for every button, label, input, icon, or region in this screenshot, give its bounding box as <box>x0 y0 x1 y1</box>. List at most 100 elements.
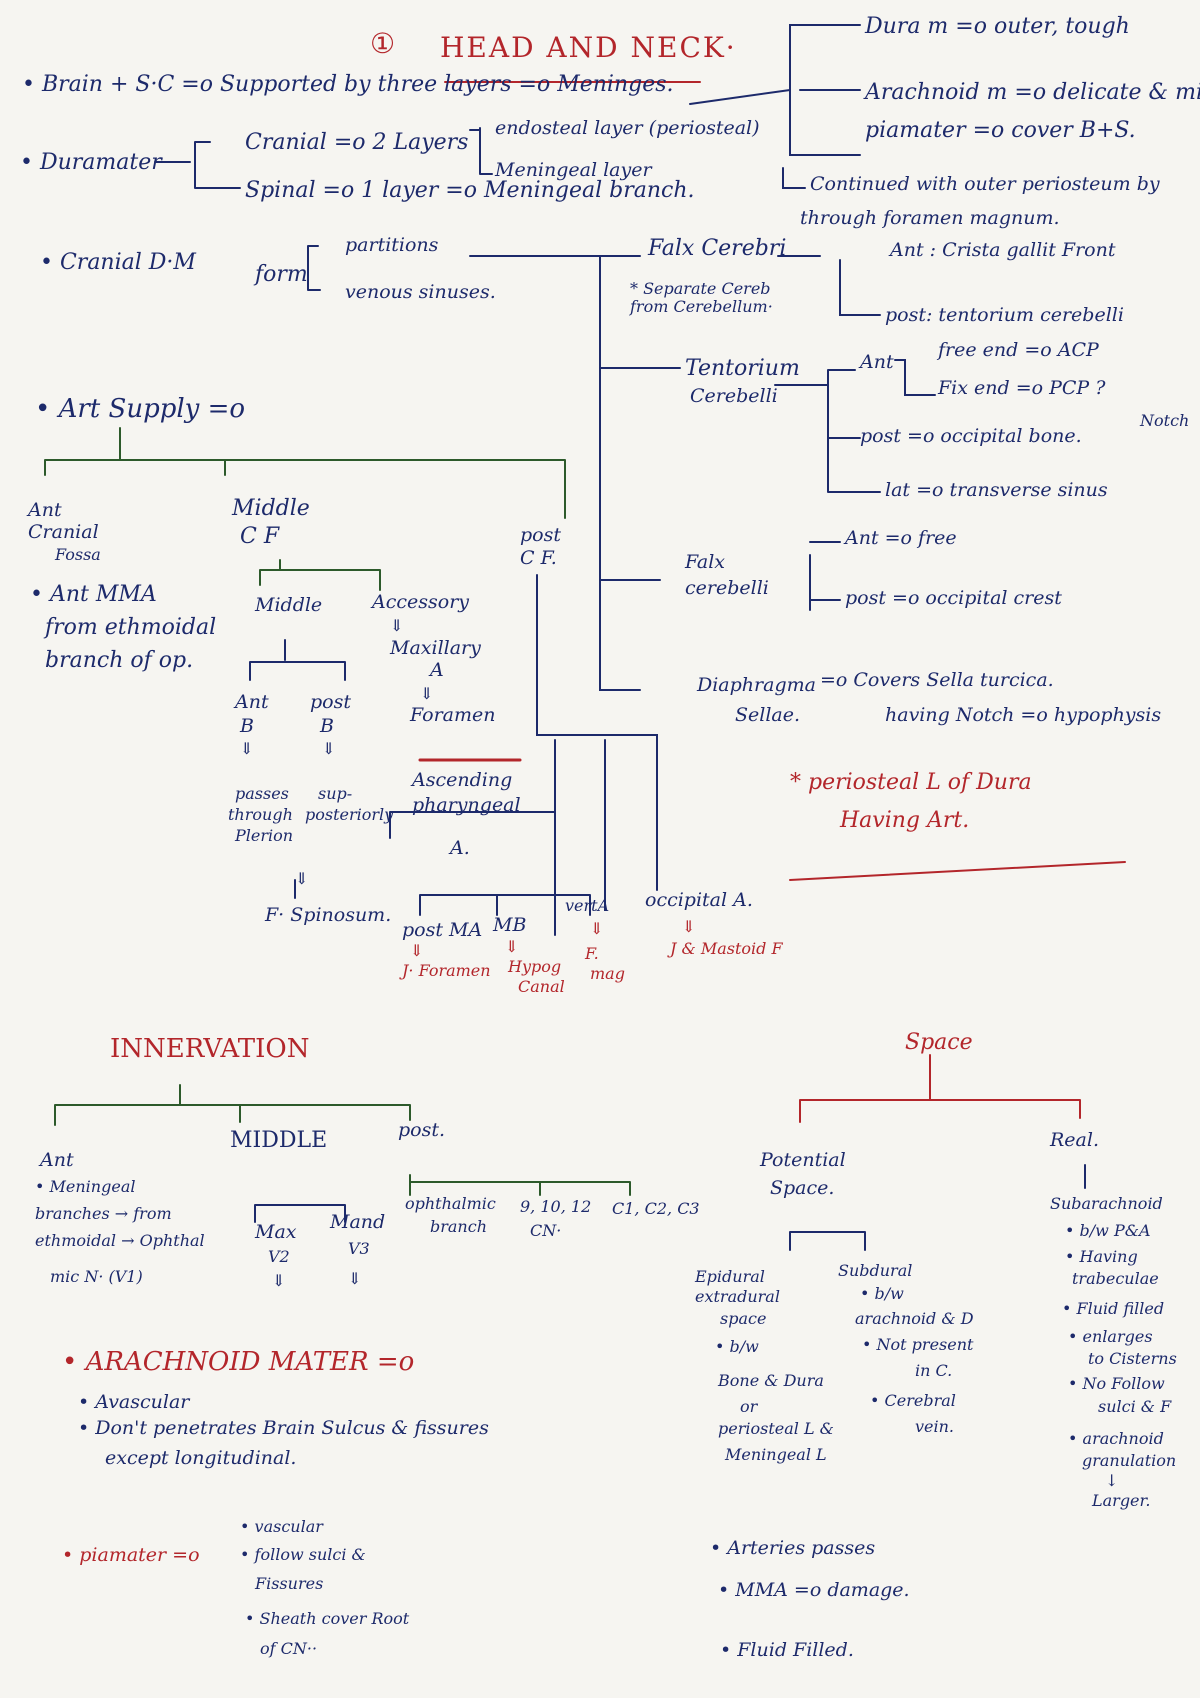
hypoglossal-2: Canal <box>518 977 565 996</box>
sup-1: sup- <box>318 784 353 803</box>
subdural-6: • Cerebral <box>870 1391 956 1410</box>
subarachnoid-11: granulation <box>1082 1451 1177 1470</box>
post-ma: post MA <box>402 919 483 941</box>
pia-follow-2: Fissures <box>255 1574 324 1593</box>
pia-sheath-1: • Sheath cover Root <box>245 1609 410 1628</box>
tentorium-fix-end: Fix end =o PCP ? <box>938 377 1106 399</box>
maxillary-2: A <box>430 659 444 681</box>
cn-1: 9, 10, 12 <box>520 1197 592 1216</box>
verta-arrow: ⇓ <box>590 919 604 938</box>
passes-3: Plerion <box>235 826 294 845</box>
f-mag-1: F. <box>585 944 599 963</box>
epidural-1: Epidural <box>695 1267 765 1286</box>
ophthalmic-1: ophthalmic <box>405 1194 496 1213</box>
ant-b-arrow: ⇓ <box>240 739 254 758</box>
tentorium-lat: lat =o transverse sinus <box>885 479 1108 501</box>
jugular-foramen: J· Foramen <box>402 961 491 980</box>
subarachnoid-3: • Having <box>1065 1247 1138 1266</box>
potential-space-2: Space. <box>770 1177 835 1199</box>
epidural-7: periosteal L & <box>718 1419 834 1438</box>
epidural-6: or <box>740 1397 758 1416</box>
max-arrow: ⇓ <box>272 1271 286 1290</box>
occipital-arrow: ⇓ <box>682 917 696 936</box>
arachnoid-mater-label: Arachnoid m =o delicate & mid <box>865 80 1200 105</box>
page-number: ① <box>370 27 398 60</box>
diaphragma-covers: =o Covers Sella turcica. <box>820 669 1054 691</box>
pia-mater-label: piamater =o cover B+S. <box>865 118 1136 143</box>
innervation-ant-4: mic N· (V1) <box>50 1267 143 1286</box>
middle-artery: Middle <box>255 594 323 616</box>
endosteal-layer: endosteal layer (periosteal) <box>495 117 760 139</box>
foramen-label: Foramen <box>410 704 496 726</box>
space-title: Space <box>905 1030 973 1055</box>
cranial-layers: Cranial =o 2 Layers <box>245 130 469 155</box>
meninges-intro: • Brain + S·C =o Supported by three laye… <box>22 72 674 97</box>
epidural-4: • b/w <box>715 1337 759 1356</box>
falx-cerebelli-post: post =o occipital crest <box>845 587 1062 609</box>
subarachnoid-2: • b/w P&A <box>1065 1221 1151 1240</box>
falx-cerebri-ant: Ant : Crista gallit Front <box>890 239 1116 261</box>
ascending-2: pharyngeal <box>412 794 521 816</box>
pia-continued: Continued with outer periosteum by <box>810 173 1160 195</box>
diaphragma-label-2: Sellae. <box>735 704 801 726</box>
falx-cerebelli-label: Falx <box>685 551 726 573</box>
ant-cf-3: Fossa <box>55 545 101 564</box>
ant-mma: • Ant MMA <box>30 582 157 607</box>
ascending-3: A. <box>450 837 470 859</box>
innervation-ant-2: branches → from <box>35 1204 172 1223</box>
innervation-title: INNERVATION <box>110 1034 310 1064</box>
venous-sinuses-label: venous sinuses. <box>345 281 496 303</box>
passes-2: through <box>228 805 293 824</box>
innervation-middle: MIDDLE <box>230 1128 328 1153</box>
innervation-ant-1: • Meningeal <box>35 1177 136 1196</box>
tentorium-post: post =o occipital bone. <box>860 425 1082 447</box>
arachnoid-title: • ARACHNOID MATER =o <box>62 1347 415 1377</box>
pia-sheath-2: of CN·· <box>260 1639 318 1658</box>
ant-b-1: Ant <box>235 691 269 713</box>
post-b-2: B <box>320 715 334 737</box>
partitions-label: partitions <box>345 234 439 256</box>
piamater-label: • piamater =o <box>62 1544 200 1566</box>
subarachnoid-7: to Cisterns <box>1088 1349 1177 1368</box>
epidural-3: space <box>720 1309 767 1328</box>
ant-branch: branch of op. <box>45 648 194 673</box>
epi-mma-damage: • MMA =o damage. <box>718 1579 910 1601</box>
arachnoid-avascular: • Avascular <box>78 1391 190 1413</box>
ant-from: from ethmoidal <box>45 615 217 640</box>
post-b-1: post <box>310 691 351 713</box>
arachnoid-dont-penetrate: • Don't penetrates Brain Sulcus & fissur… <box>78 1417 489 1439</box>
spinal-layer: Spinal =o 1 layer =o Meningeal branch. <box>245 178 695 203</box>
page-title: HEAD AND NECK· <box>440 31 737 64</box>
mb-label: MB <box>493 914 527 936</box>
accessory-arrow: ⇓ <box>390 616 404 635</box>
v3-label: V3 <box>348 1239 370 1258</box>
verta-label: vertA <box>565 896 610 915</box>
max-label: Max <box>255 1221 297 1243</box>
f-mag-2: mag <box>590 964 625 983</box>
ophthalmic-2: branch <box>430 1217 487 1236</box>
innervation-ant-3: ethmoidal → Ophthal <box>35 1231 205 1250</box>
subarachnoid-9: sulci & F <box>1098 1397 1172 1416</box>
tentorium-label-2: Cerebelli <box>690 385 778 407</box>
art-supply-label: • Art Supply =o <box>35 394 246 424</box>
epi-fluid: • Fluid Filled. <box>720 1639 854 1661</box>
subarachnoid-13: Larger. <box>1092 1491 1151 1510</box>
accessory-artery: Accessory <box>372 591 470 613</box>
meningeal-layer: Meningeal layer <box>495 159 652 181</box>
maxillary-arrow: ⇓ <box>420 684 434 703</box>
v2-label: V2 <box>268 1247 290 1266</box>
hypoglossal-1: Hypog <box>508 957 562 976</box>
cranial-dm-label: • Cranial D·M <box>40 250 196 275</box>
post-cf-1: post <box>520 524 561 546</box>
ant-b-2: B <box>240 715 254 737</box>
post-ma-arrow: ⇓ <box>410 941 424 960</box>
potential-space-1: Potential <box>760 1149 846 1171</box>
tentorium-ant: Ant <box>860 351 894 373</box>
ascending-1: Ascending <box>412 769 513 791</box>
innervation-ant: Ant <box>40 1149 74 1171</box>
duramater-label: • Duramater <box>20 150 162 175</box>
mb-arrow: ⇓ <box>505 937 519 956</box>
middle-cf-1: Middle <box>232 496 310 521</box>
falx-cerebri-post: post: tentorium cerebelli <box>885 304 1124 326</box>
